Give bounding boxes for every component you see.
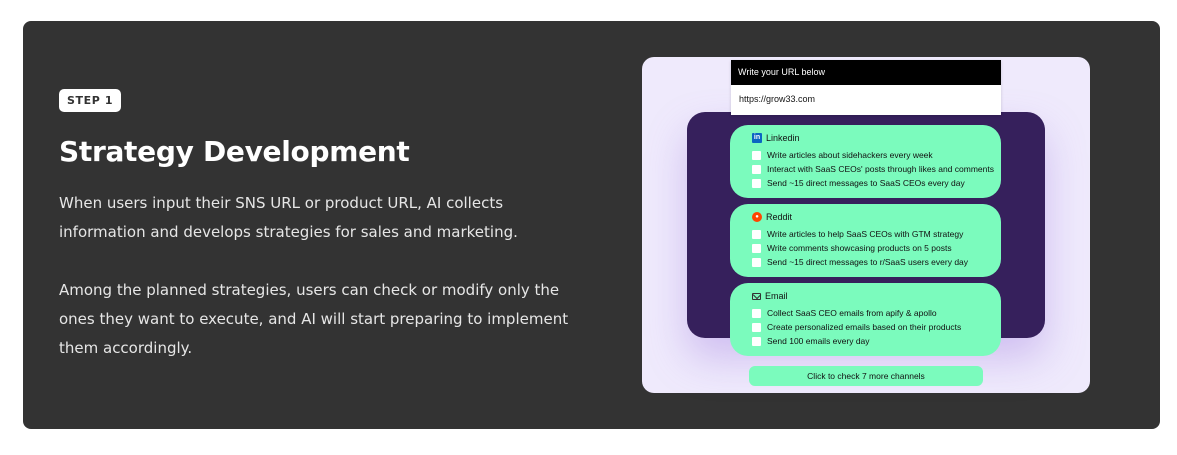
url-input-box: Write your URL below https://grow33.com <box>731 60 1001 115</box>
strategy-item-label: Interact with SaaS CEOs' posts through l… <box>767 164 994 174</box>
checkbox[interactable] <box>752 164 761 174</box>
strategy-item[interactable]: Write articles about sidehackers every w… <box>752 148 1001 162</box>
channel-header: in Linkedin <box>752 131 1001 145</box>
strategy-item-label: Send ~15 direct messages to SaaS CEOs ev… <box>767 178 965 188</box>
strategy-item-label: Collect SaaS CEO emails from apify & apo… <box>767 308 937 318</box>
checkbox[interactable] <box>752 178 761 188</box>
description-paragraph-2: Among the planned strategies, users can … <box>59 281 569 357</box>
strategy-item[interactable]: Send ~15 direct messages to SaaS CEOs ev… <box>752 176 1001 190</box>
linkedin-icon: in <box>752 133 762 143</box>
channel-card-linkedin: in Linkedin Write articles about sidehac… <box>730 125 1001 198</box>
feature-card: STEP 1 Strategy Development When users i… <box>23 21 1160 429</box>
strategy-item[interactable]: Write articles to help SaaS CEOs with GT… <box>752 227 1001 241</box>
mail-icon <box>752 292 761 300</box>
channel-name: Reddit <box>766 212 793 222</box>
checkbox[interactable] <box>752 243 761 253</box>
strategy-item-label: Send 100 emails every day <box>767 336 870 346</box>
url-input[interactable]: https://grow33.com <box>739 94 816 104</box>
strategy-item[interactable]: Send ~15 direct messages to r/SaaS users… <box>752 255 1001 269</box>
url-prompt-label: Write your URL below <box>731 60 1001 85</box>
channel-name: Email <box>765 291 788 301</box>
reddit-icon: ● <box>752 212 762 222</box>
strategy-item[interactable]: Create personalized emails based on thei… <box>752 320 1001 334</box>
strategy-item[interactable]: Send 100 emails every day <box>752 334 1001 348</box>
strategy-item-label: Send ~15 direct messages to r/SaaS users… <box>767 257 969 267</box>
strategy-item-label: Create personalized emails based on thei… <box>767 322 962 332</box>
channel-header: Email <box>752 289 1001 303</box>
more-channels-button[interactable]: Click to check 7 more channels <box>749 366 983 386</box>
checkbox[interactable] <box>752 150 761 160</box>
channel-name: Linkedin <box>766 133 800 143</box>
strategy-item-label: Write articles to help SaaS CEOs with GT… <box>767 229 964 239</box>
channel-card-reddit: ● Reddit Write articles to help SaaS CEO… <box>730 204 1001 277</box>
strategy-item[interactable]: Collect SaaS CEO emails from apify & apo… <box>752 306 1001 320</box>
checkbox[interactable] <box>752 257 761 267</box>
channel-header: ● Reddit <box>752 210 1001 224</box>
strategy-item-label: Write comments showcasing products on 5 … <box>767 243 952 253</box>
section-title: Strategy Development <box>59 135 410 168</box>
strategy-item[interactable]: Write comments showcasing products on 5 … <box>752 241 1001 255</box>
checkbox[interactable] <box>752 229 761 239</box>
channel-card-email: Email Collect SaaS CEO emails from apify… <box>730 283 1001 356</box>
strategy-item[interactable]: Interact with SaaS CEOs' posts through l… <box>752 162 1001 176</box>
checkbox[interactable] <box>752 322 761 332</box>
description-paragraph-1: When users input their SNS URL or produc… <box>59 194 518 241</box>
strategy-mockup: Write your URL below https://grow33.com … <box>642 57 1090 393</box>
step-badge: STEP 1 <box>59 89 122 112</box>
strategy-item-label: Write articles about sidehackers every w… <box>767 150 933 160</box>
checkbox[interactable] <box>752 308 761 318</box>
checkbox[interactable] <box>752 336 761 346</box>
